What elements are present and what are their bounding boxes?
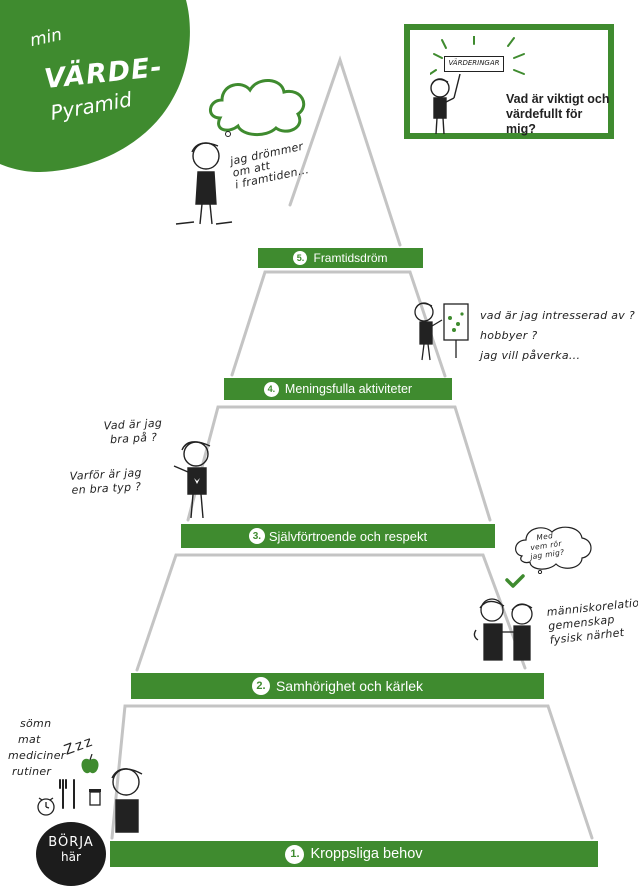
activities-note-line3: jag vill påverka... [480, 349, 581, 362]
level-4-label: Meningsfulla aktiviteter [284, 382, 413, 396]
info-box-inner: VÄRDERINGAR Vad är viktigt och värdefull… [410, 30, 610, 136]
start-badge-line2: här [61, 850, 81, 864]
speech-cloud-icon [515, 526, 592, 574]
level-5-bar: 5. Framtidsdröm [258, 248, 423, 268]
level-5-number: 5. [293, 251, 308, 265]
info-question-line2: värdefullt för mig? [506, 107, 583, 136]
activities-note-line2: hobbyer ? [480, 329, 538, 342]
confidence-question-2: Varför är jag en bra typ ? [69, 466, 143, 498]
cutlery-icon [59, 779, 75, 809]
presenter-with-board-icon [414, 302, 469, 361]
title-blob [0, 0, 190, 172]
thought-cloud-icon [209, 79, 306, 137]
level-4-bar: 4. Meningsfulla aktiviteter [224, 378, 452, 400]
body-need-food: mat [18, 733, 41, 746]
sparkle-icon [430, 36, 525, 75]
level-3-number: 3. [248, 528, 265, 544]
info-question-line1: Vad är viktigt och [506, 92, 610, 106]
body-need-sleep: sömn [20, 717, 52, 730]
level-2-bar: 2. Samhörighet och kärlek [131, 673, 544, 699]
values-sign: VÄRDERINGAR [444, 56, 504, 72]
person-icon [430, 74, 461, 135]
medicine-jar-icon [89, 789, 101, 806]
level-5-label: Framtidsdröm [313, 251, 388, 265]
activities-note-line1: vad är jag intresserad av ? [480, 309, 636, 322]
level-2-number: 2. [251, 677, 270, 695]
level-1-label: Kroppsliga behov [310, 846, 423, 862]
activities-note: vad är jag intresserad av ? hobbyer ? ja… [480, 306, 635, 366]
hugging-people-icon [473, 598, 533, 661]
alarm-clock-icon [37, 797, 55, 816]
level-1-bar: 1. Kroppsliga behov [110, 841, 598, 867]
level-2-label: Samhörighet och kärlek [275, 678, 424, 694]
info-box: VÄRDERINGAR Vad är viktigt och värdefull… [404, 24, 614, 139]
level-3-label: Självförtroende och respekt [268, 528, 428, 544]
start-here-badge: BÖRJA här [36, 822, 106, 886]
info-question: Vad är viktigt och värdefullt för mig? [506, 92, 610, 137]
body-needs-note: sömn mat mediciner rutiner [8, 716, 66, 780]
level-4-number: 4. [263, 381, 279, 397]
dreaming-person-icon [175, 142, 233, 225]
resting-person-icon [111, 768, 143, 833]
checkmark-icon [505, 574, 525, 588]
confidence-question-1: Vad är jag bra på ? [103, 416, 163, 447]
confident-person-icon [173, 441, 211, 519]
start-badge-line1: BÖRJA [48, 835, 94, 850]
apple-icon [81, 754, 99, 774]
level-1-number: 1. [285, 844, 305, 864]
body-need-medicine: mediciner [8, 749, 66, 762]
body-need-routines: rutiner [12, 765, 52, 778]
level-3-bar: 3. Självförtroende och respekt [181, 524, 495, 548]
